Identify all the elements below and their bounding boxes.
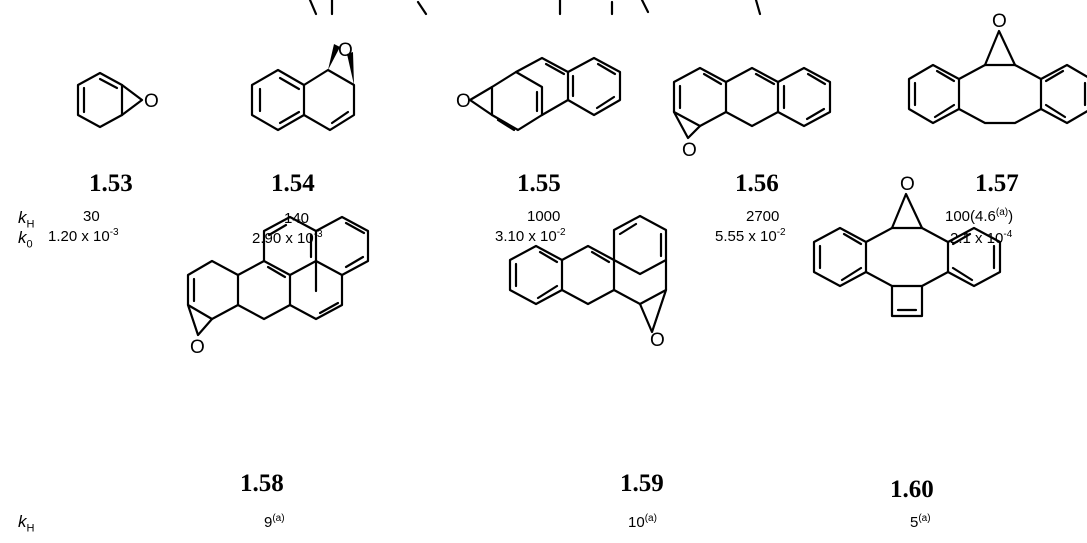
kH-row-label: kH — [18, 208, 35, 231]
kH-value: 5(a) — [910, 513, 931, 532]
kH-value: 10(a) — [628, 513, 657, 532]
compound-label: 1.58 — [240, 470, 284, 497]
k0-value: 5.55 x 10-2 — [715, 227, 786, 246]
structure-1-60: O — [812, 174, 1002, 318]
compound-label: 1.56 — [735, 170, 779, 197]
k0-value: 2.90 x 10-3 — [252, 229, 323, 248]
kH-value: 30 — [83, 208, 100, 225]
compound-label: 1.57 — [975, 170, 1019, 197]
structure-1-55: O — [456, 56, 622, 132]
compound-label: 1.54 — [271, 170, 315, 197]
k0-row-label: k0 — [18, 228, 33, 251]
compound-label: 1.55 — [517, 170, 561, 197]
oxygen-atom: O — [144, 91, 159, 112]
oxygen-atom: O — [682, 140, 697, 161]
oxygen-atom: O — [992, 11, 1007, 32]
kH-row-label: kH — [18, 512, 35, 535]
compound-label: 1.53 — [89, 170, 133, 197]
structure-1-58: O — [186, 215, 370, 358]
structure-1-53: O — [76, 71, 159, 129]
oxygen-atom: O — [338, 40, 353, 61]
kH-value: 100(4.6(a)) — [945, 207, 1014, 226]
cropped-title — [308, 0, 762, 16]
oxygen-atom: O — [190, 337, 205, 358]
oxygen-atom: O — [900, 174, 915, 195]
oxygen-atom: O — [650, 330, 665, 351]
kH-value: 1000 — [527, 208, 561, 225]
structure-1-56: O — [672, 66, 832, 161]
kH-value: 140 — [284, 210, 310, 227]
kH-value: 9(a) — [264, 513, 285, 532]
compound-label: 1.60 — [890, 476, 934, 503]
structure-1-54: O — [250, 40, 356, 132]
compound-label: 1.59 — [620, 470, 664, 497]
oxygen-atom: O — [456, 91, 471, 112]
k0-value: 2.1 x 10-4 — [950, 229, 1013, 248]
k0-value: 3.10 x 10-2 — [495, 227, 566, 246]
structure-1-57: O — [907, 11, 1087, 125]
k0-value: 1.20 x 10-3 — [48, 227, 119, 246]
kH-value: 2700 — [746, 208, 780, 225]
structure-1-59: O — [508, 214, 668, 351]
